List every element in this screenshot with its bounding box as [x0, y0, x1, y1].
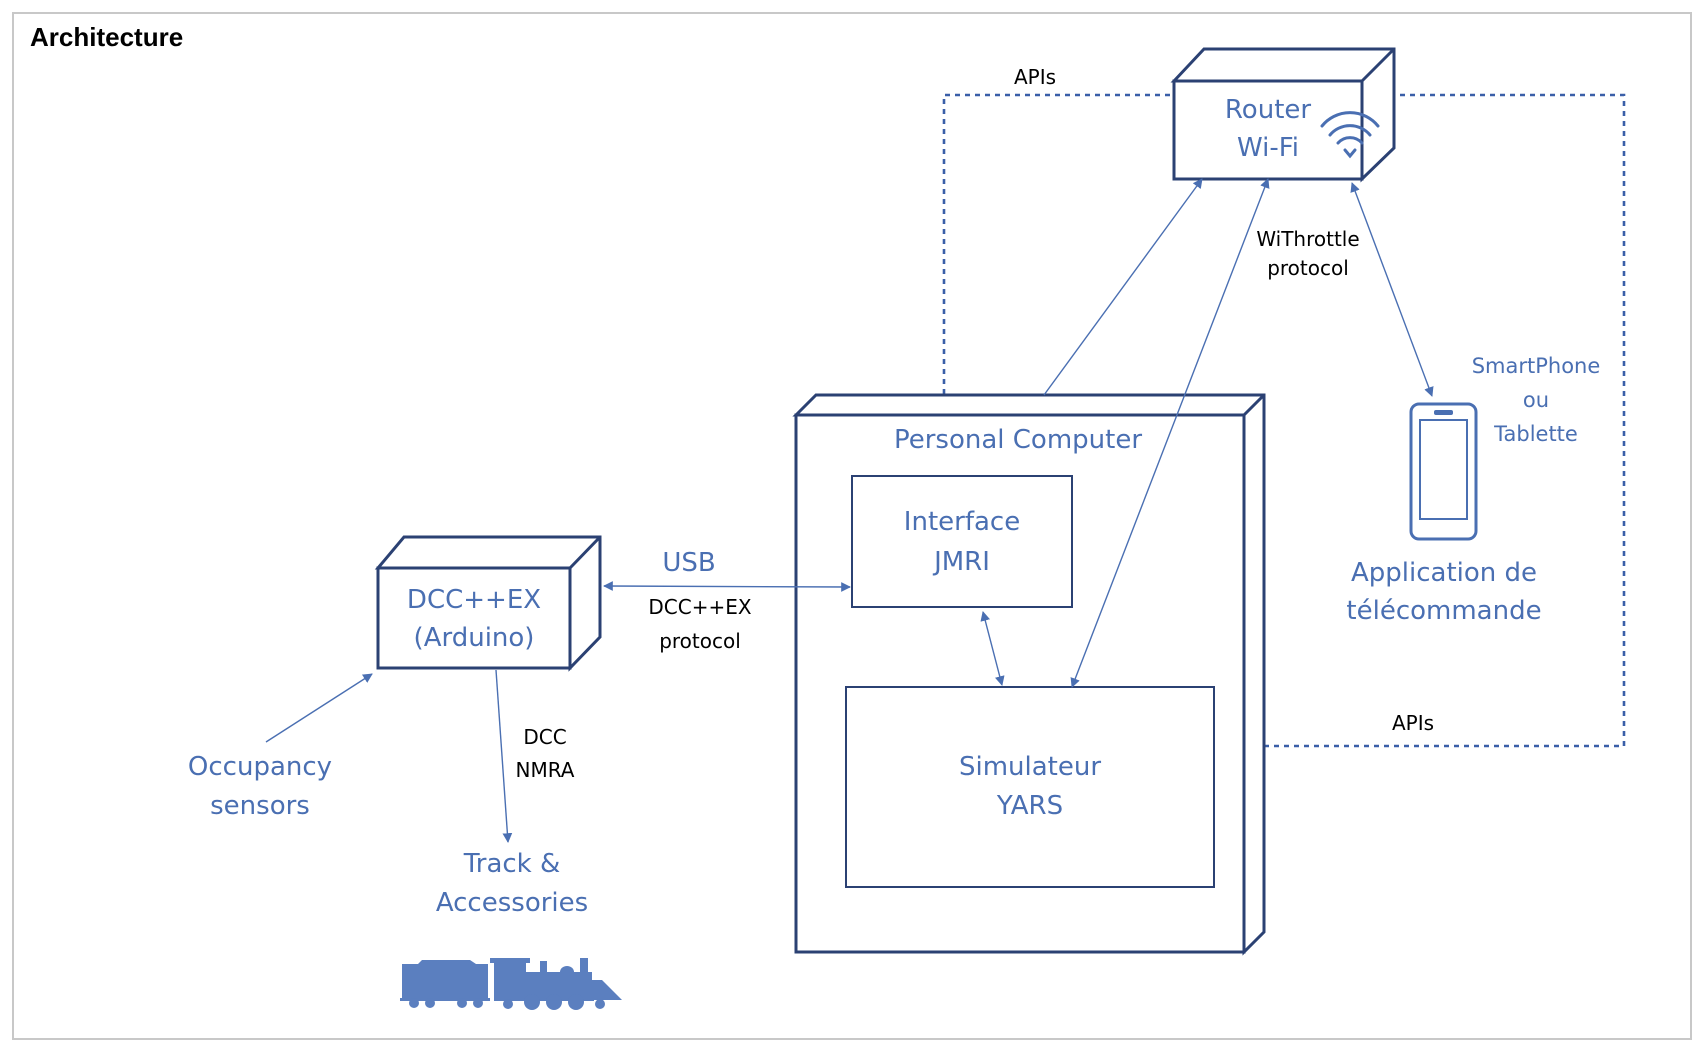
- router-wifi-node: Router Wi-Fi: [1170, 47, 1396, 183]
- dccex-label-line2: (Arduino): [414, 623, 535, 653]
- apis-top-connector: [944, 93, 1180, 478]
- diagram-frame: [12, 12, 1692, 1040]
- wifi-icon: [1320, 111, 1380, 159]
- yars-simulator-node: Simulateur YARS: [845, 686, 1215, 888]
- dccex-protocol-label-line2: protocol: [659, 629, 741, 653]
- withrottle-label-line1: WiThrottle: [1256, 227, 1359, 251]
- dccex-arduino-node: DCC++EX (Arduino): [374, 535, 602, 672]
- usb-label: USB: [662, 548, 715, 578]
- smartphone-icon: [1409, 402, 1478, 541]
- sensors-label-line2: sensors: [210, 791, 310, 821]
- jmri-yars-arrow: [980, 611, 1005, 686]
- app-label-line1: Application de: [1351, 558, 1537, 588]
- jmri-interface-node: Interface JMRI: [851, 475, 1073, 608]
- phone-label-line3: Tablette: [1493, 422, 1578, 446]
- dccex-to-track-arrow: [495, 669, 513, 843]
- sensors-to-dccex-arrow: [265, 673, 373, 743]
- pc-to-router-arrow: [1043, 178, 1203, 396]
- yars-label-line1: Simulateur: [959, 752, 1101, 782]
- router-label-line1: Router: [1225, 95, 1311, 125]
- sensors-label-line1: Occupancy: [188, 752, 332, 782]
- withrottle-label-line2: protocol: [1267, 256, 1349, 280]
- track-label-line2: Accessories: [436, 888, 588, 918]
- jmri-label-line2: JMRI: [932, 547, 990, 577]
- dccex-label-line1: DCC++EX: [407, 585, 541, 615]
- phone-label-line1: SmartPhone: [1472, 354, 1601, 378]
- dcc-nmra-label-line1: DCC: [523, 725, 566, 749]
- locomotive-icon: [400, 958, 622, 1010]
- dcc-nmra-label-line2: NMRA: [516, 758, 575, 782]
- app-label-line2: télécommande: [1346, 596, 1541, 626]
- apis-top-label: APIs: [1014, 65, 1056, 89]
- yars-label-line2: YARS: [996, 791, 1063, 821]
- phone-label-line2: ou: [1523, 388, 1549, 412]
- dccex-protocol-label-line1: DCC++EX: [648, 595, 751, 619]
- router-yars-arrow: [1070, 178, 1270, 688]
- track-label-line1: Track &: [463, 849, 561, 879]
- router-label-line2: Wi-Fi: [1237, 133, 1299, 163]
- apis-right-label: APIs: [1392, 711, 1434, 735]
- jmri-label-line1: Interface: [904, 507, 1020, 537]
- page-title: Architecture: [30, 22, 183, 52]
- apis-right-connector: [1212, 93, 1626, 748]
- router-phone-arrow: [1350, 182, 1434, 397]
- pc-label: Personal Computer: [894, 425, 1142, 455]
- dccex-jmri-usb-arrow: [603, 581, 851, 592]
